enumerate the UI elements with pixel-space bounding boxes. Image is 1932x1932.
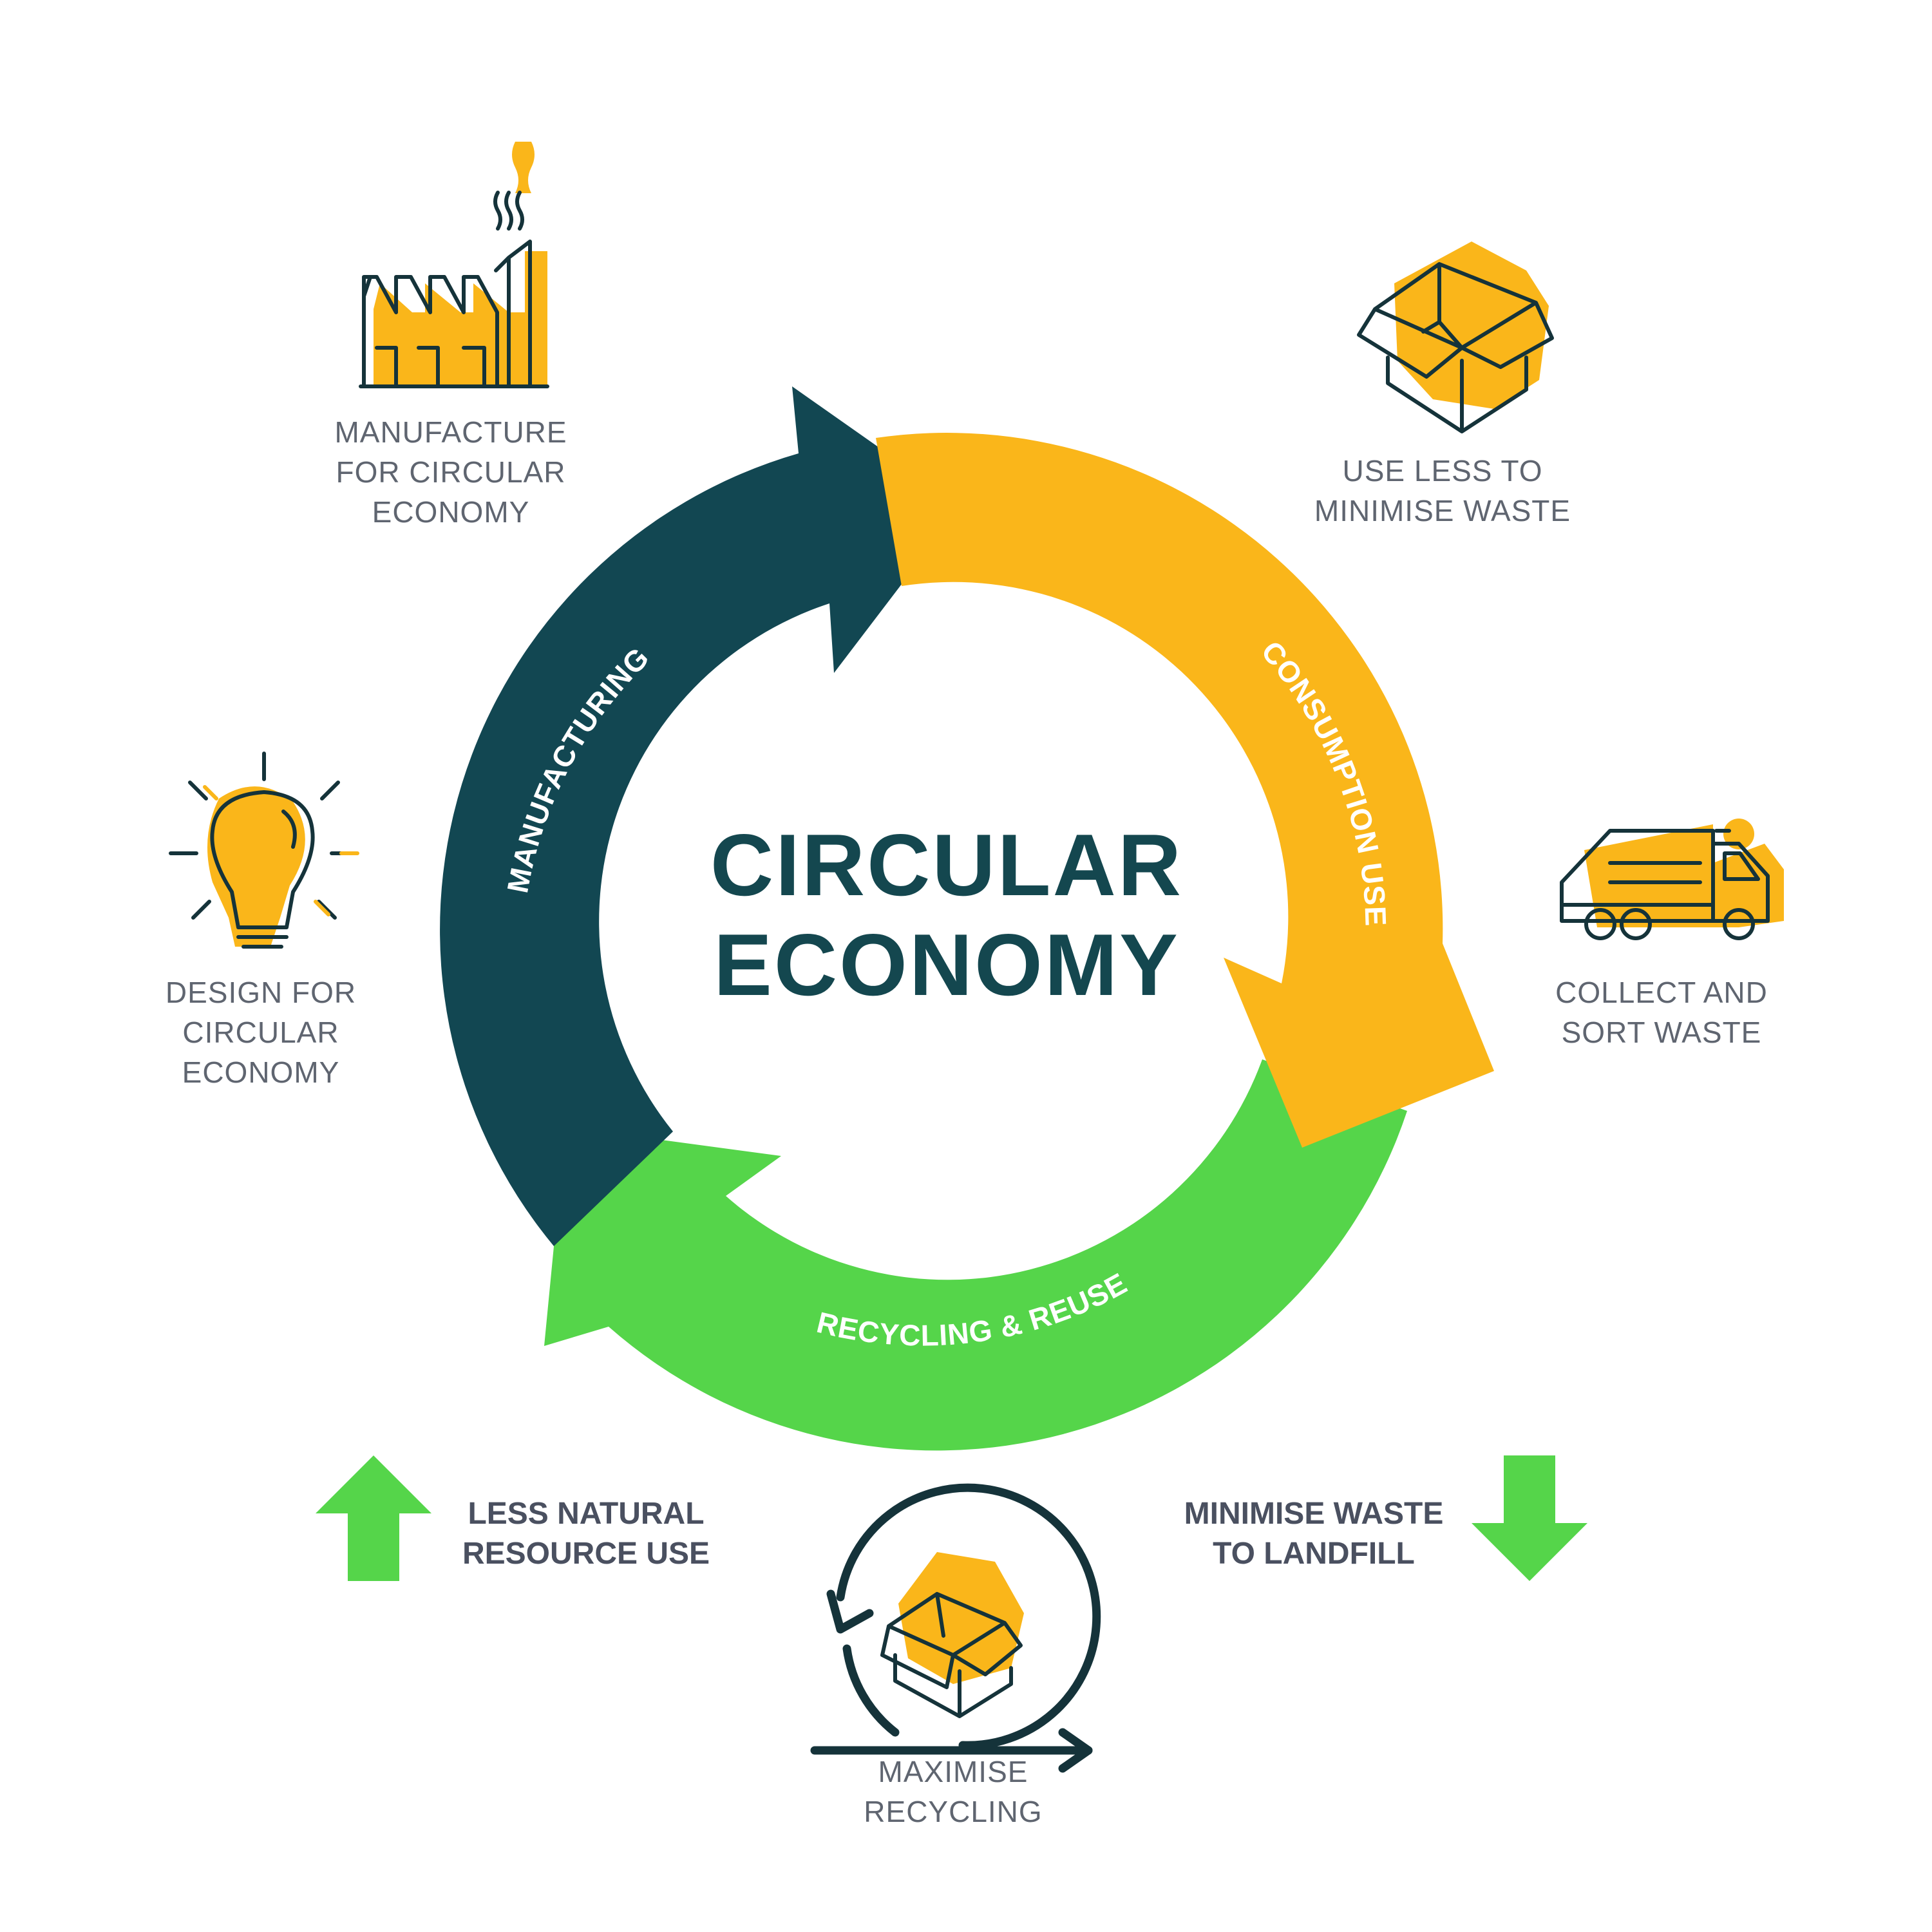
less-resource-text: LESS NATURAL RESOURCE USE (462, 1497, 710, 1571)
collect-sort-caption: COLLECT AND SORT WASTE (1555, 976, 1768, 1049)
maximise-recycling-caption: MAXIMISE RECYCLING (864, 1755, 1043, 1828)
design-caption: DESIGN FOR CIRCULAR ECONOMY (165, 976, 357, 1089)
manufacturing-arrow (440, 386, 961, 1246)
truck-icon (1560, 819, 1784, 940)
box-icon (1357, 242, 1554, 433)
factory-icon (359, 142, 549, 388)
minimise-landfill-text: MINIMISE WASTE TO LANDFILL (1184, 1497, 1444, 1571)
diagram-title-line2: ECONOMY (714, 916, 1180, 1014)
lightbulb-icon (169, 752, 359, 949)
diagram-title-line1: CIRCULAR (710, 816, 1184, 914)
arrow-up-icon (316, 1455, 431, 1581)
use-less-caption: USE LESS TO MINIMISE WASTE (1314, 454, 1571, 527)
recycle-box-icon (810, 1483, 1101, 1773)
consumption-use-arrow (876, 433, 1494, 1148)
manufacture-caption: MANUFACTURE FOR CIRCULAR ECONOMY (334, 415, 567, 529)
recycling-reuse-arrow (544, 1059, 1407, 1451)
arrow-down-icon (1472, 1455, 1587, 1581)
